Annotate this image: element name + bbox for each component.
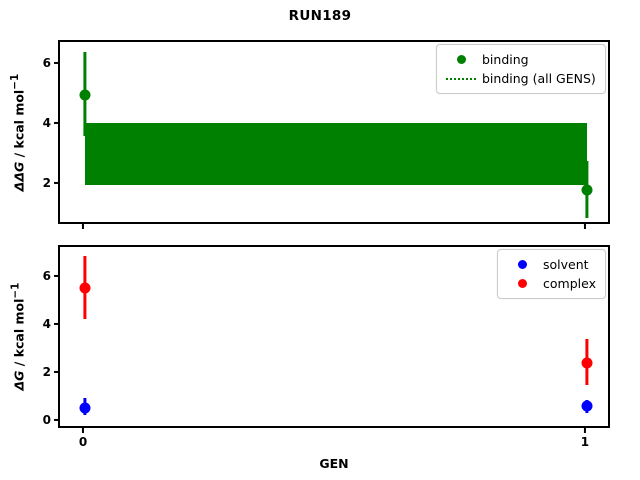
legend-marker-key xyxy=(505,279,539,288)
data-point-marker xyxy=(79,282,91,294)
x-tick-mark xyxy=(583,224,586,229)
x-tick-mark xyxy=(82,224,85,229)
y-tick-label: 4 xyxy=(42,115,51,130)
y-tick-mark xyxy=(53,418,58,421)
legend-label: binding (all GENS) xyxy=(482,71,596,86)
x-axis-label: GEN xyxy=(319,456,349,471)
bottom-ylabel-unit: / kcal mol xyxy=(11,298,27,371)
x-tick-mark xyxy=(82,428,85,433)
legend-label: complex xyxy=(543,276,596,291)
legend-marker-icon xyxy=(517,260,527,269)
y-tick-label: 2 xyxy=(42,175,51,190)
y-tick-mark xyxy=(53,181,58,184)
legend-marker-icon xyxy=(517,279,527,288)
legend-entry[interactable]: solvent xyxy=(505,255,596,274)
legend-dotted-line-icon xyxy=(446,77,476,80)
y-tick-label: 6 xyxy=(42,55,51,70)
y-tick-label: 0 xyxy=(42,412,51,427)
bottom-ylabel-exponent: −1 xyxy=(9,282,22,299)
y-tick-mark xyxy=(53,121,58,124)
legend-marker-key xyxy=(444,55,478,64)
legend-entry[interactable]: complex xyxy=(505,274,596,293)
figure-title: RUN189 xyxy=(288,8,352,24)
top-panel-legend[interactable]: binding binding (all GENS) xyxy=(436,44,606,94)
y-tick-mark xyxy=(53,370,58,373)
legend-marker-icon xyxy=(456,55,466,64)
legend-marker-key xyxy=(505,260,539,269)
top-ylabel-exponent: −1 xyxy=(9,73,22,90)
y-tick-mark xyxy=(53,322,58,325)
bottom-panel-legend[interactable]: solvent complex xyxy=(497,249,606,299)
data-point-marker xyxy=(581,400,593,412)
legend-line-key xyxy=(444,77,478,80)
y-tick-mark xyxy=(53,61,58,64)
x-tick-label: 1 xyxy=(580,435,590,449)
x-tick-label: 0 xyxy=(78,435,88,449)
legend-label: solvent xyxy=(543,257,589,272)
legend-entry[interactable]: binding (all GENS) xyxy=(444,69,596,88)
data-point-marker xyxy=(79,402,91,414)
y-tick-label: 6 xyxy=(42,269,51,284)
data-point-marker xyxy=(581,357,593,369)
legend-entry[interactable]: binding xyxy=(444,50,596,69)
y-tick-mark xyxy=(53,275,58,278)
y-tick-label: 2 xyxy=(42,364,51,379)
data-point-marker xyxy=(581,184,593,196)
data-point-marker xyxy=(79,89,91,101)
legend-label: binding xyxy=(482,52,529,67)
binding-all-gens-band xyxy=(85,123,587,185)
x-tick-mark xyxy=(583,428,586,433)
top-panel-y-axis-label: ΔΔG / kcal mol−1 xyxy=(9,73,26,191)
y-tick-label: 4 xyxy=(42,316,51,331)
